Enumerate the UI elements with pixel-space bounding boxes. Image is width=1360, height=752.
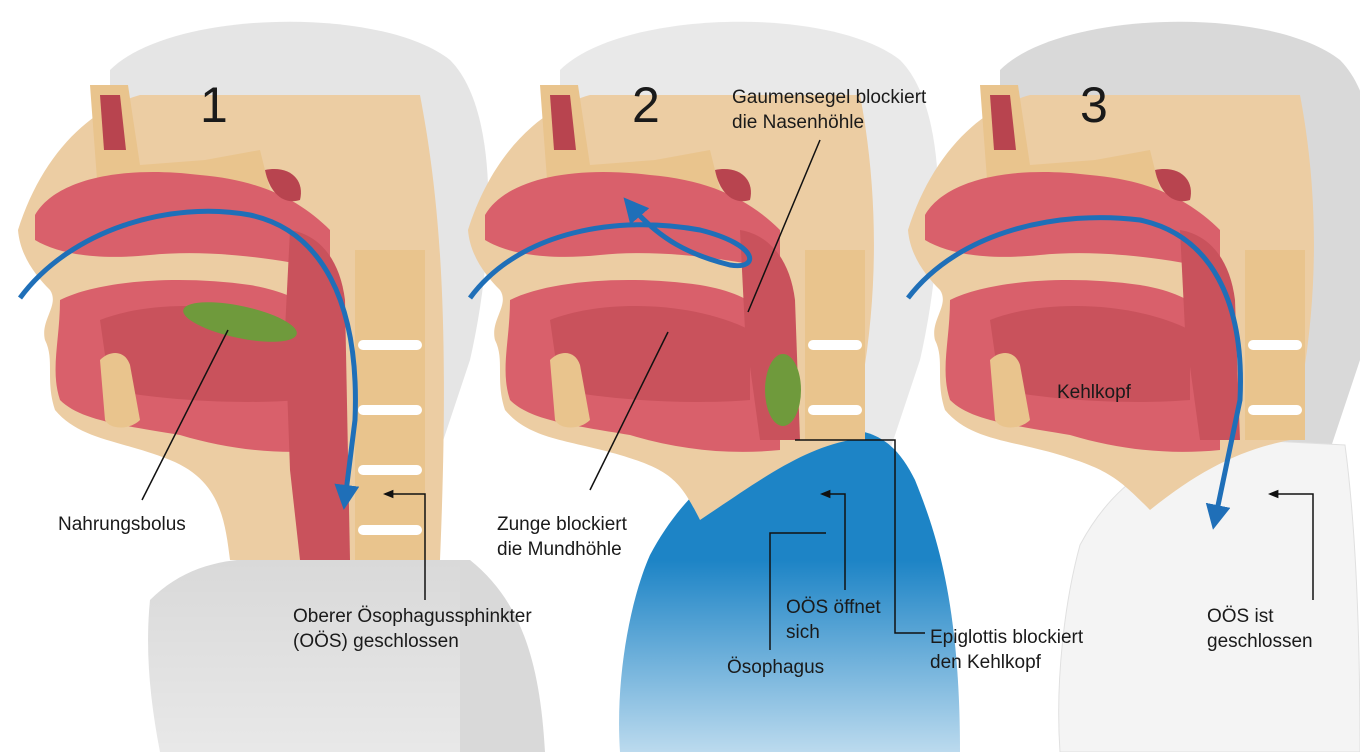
panel-3-shirt: [1058, 439, 1360, 752]
panel-1-bolus: [183, 302, 297, 342]
label-ues-closed-line1: OÖS ist: [1207, 606, 1274, 627]
panel-2-number: 2: [632, 77, 660, 133]
label-epiglottis-line2: den Kehlkopf: [930, 652, 1041, 673]
panel-2-spine: [805, 250, 865, 440]
panel-1-nasal-cavity: [35, 171, 330, 270]
panel-2-head: [467, 21, 970, 752]
panel-1-number: 1: [200, 77, 228, 133]
panel-2-flow-arrow: [467, 197, 752, 300]
panel-2-bolus: [765, 354, 801, 426]
label-larynx: Kehlkopf: [1057, 382, 1131, 403]
panel-1-head: [0, 21, 545, 752]
label-velum-line1: Gaumensegel blockiert: [732, 87, 927, 108]
panel-1-flow-arrow: [17, 208, 360, 510]
panel-3-spine: [1245, 250, 1305, 440]
label-sphincter-line1: Oberer Ösophagussphinkter: [293, 606, 532, 627]
label-ues-open-line2: sich: [786, 622, 820, 643]
panel-3-head: [906, 21, 1360, 752]
panel-1-spine: [355, 250, 425, 560]
panel-1-pharynx: [285, 230, 350, 560]
label-ues-open-line1: OÖS öffnet: [786, 597, 881, 618]
label-esophagus: Ösophagus: [727, 657, 825, 678]
label-sphincter-line2: (OÖS) geschlossen: [293, 631, 459, 652]
panel-3-flow-arrow: [906, 215, 1243, 530]
label-bolus: Nahrungsbolus: [58, 514, 186, 535]
label-tongue-line1: Zunge blockiert: [497, 514, 627, 535]
panel-3-number: 3: [1080, 77, 1108, 133]
label-ues-closed-line2: geschlossen: [1207, 631, 1313, 652]
label-epiglottis-line1: Epiglottis blockiert: [930, 627, 1084, 648]
label-tongue-line2: die Mundhöhle: [497, 539, 622, 560]
label-velum-line2: die Nasenhöhle: [732, 112, 865, 133]
